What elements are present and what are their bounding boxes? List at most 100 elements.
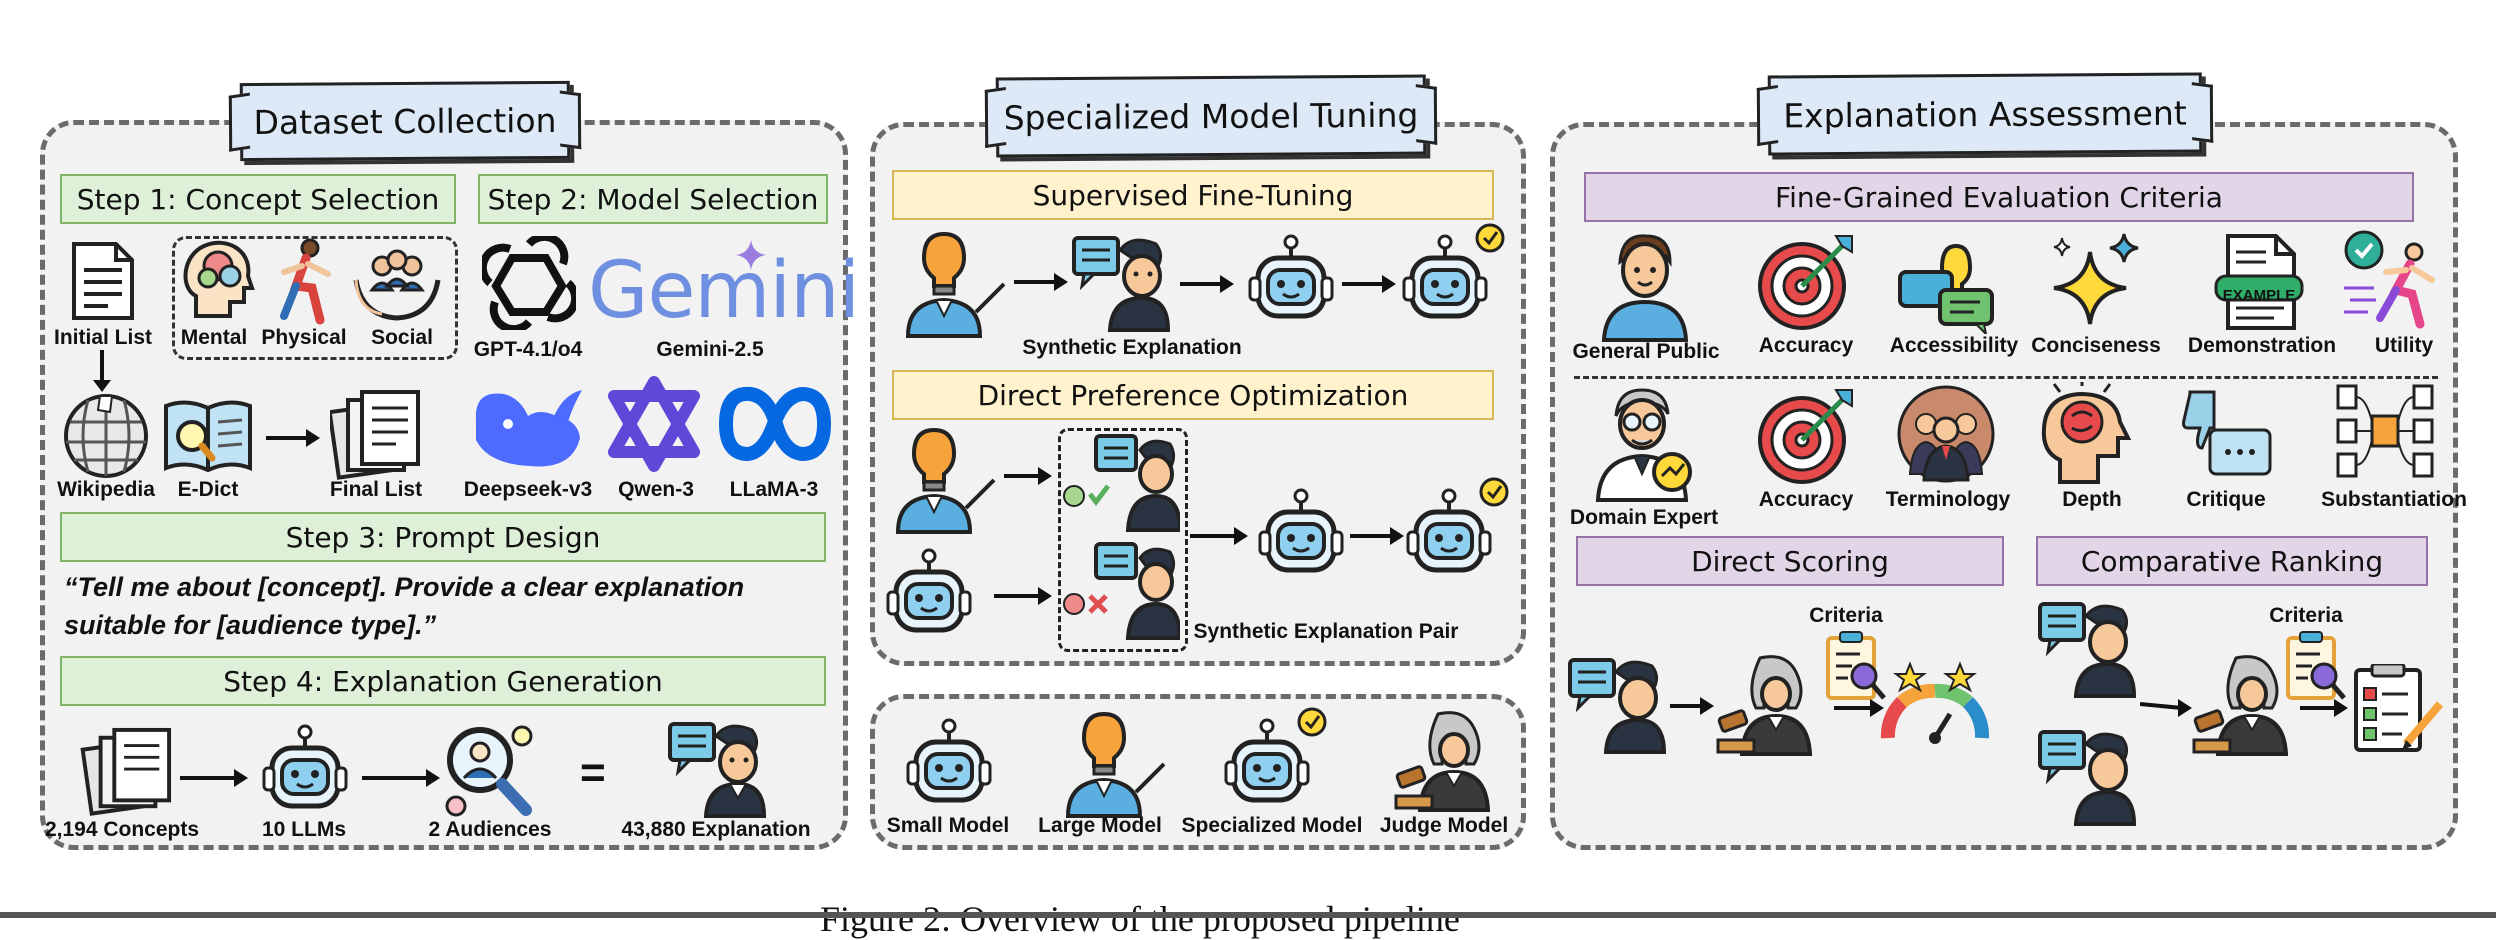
criteria-general-5: Utility <box>2374 334 2434 357</box>
deepseek-label: Deepseek-v3 <box>463 478 593 501</box>
concepts-label: 2,194 Concepts <box>44 818 200 841</box>
equals-sign: = <box>580 748 606 797</box>
critique-thumbs-down-icon <box>2182 390 2272 476</box>
audiences-label: 2 Audiences <box>428 818 552 841</box>
dataset-collection-title: Dataset Collection <box>239 80 571 162</box>
right-arrow-icon <box>1350 527 1404 545</box>
mental-label: Mental <box>180 326 248 349</box>
down-arrow-icon <box>93 350 111 392</box>
judge-icon <box>1394 711 1491 812</box>
explanation-pair-group <box>1058 428 1188 652</box>
wikipedia-label: Wikipedia <box>57 478 155 501</box>
criteria-expert-5: Substantiation <box>2321 488 2467 511</box>
robot-icon <box>886 548 972 633</box>
physical-label: Physical <box>261 326 347 349</box>
accuracy-target-icon <box>1758 235 1853 330</box>
right-arrow-icon <box>1670 697 1714 715</box>
specialized-model-robot-icon <box>1224 707 1327 803</box>
dictionary-search-icon <box>164 400 252 473</box>
step1-box: Step 1: Concept Selection <box>60 174 456 224</box>
explainer-person-icon <box>668 722 766 818</box>
preferred-explainer-icon <box>1063 434 1180 532</box>
audience-search-icon <box>445 725 533 817</box>
right-arrow-icon <box>994 587 1052 605</box>
final-list-documents-icon <box>330 390 420 480</box>
runner-icon <box>280 238 331 325</box>
initial-list-label: Initial List <box>53 326 153 349</box>
large-model-teacher-icon <box>1065 711 1166 818</box>
conciseness-sparkle-icon <box>2053 233 2139 325</box>
demonstration-document-icon <box>2214 234 2304 330</box>
social-hands-icon <box>353 249 441 321</box>
explainer-person-icon <box>1568 658 1666 754</box>
edict-label: E-Dict <box>177 478 239 501</box>
qwen-label: Qwen-3 <box>618 478 694 501</box>
criteria-expert-1: Accuracy <box>1758 488 1854 511</box>
document-icon <box>72 242 134 320</box>
criteria-label-direct: Criteria <box>1809 604 1883 627</box>
teacher-bulb-icon <box>895 427 996 534</box>
figure-caption: Figure 2: Overview of the proposed pipel… <box>820 899 1460 939</box>
model-tuning-title: Specialized Model Tuning <box>995 74 1427 158</box>
explainer-person-icon <box>2038 730 2136 826</box>
small-model-label: Small Model <box>886 814 1010 837</box>
criteria-header-box: Fine-Grained Evaluation Criteria <box>1584 172 2414 222</box>
small-model-robot-icon <box>906 718 992 803</box>
right-arrow-icon <box>1014 273 1068 291</box>
right-arrow-icon <box>1004 467 1052 485</box>
robot-icon <box>1248 234 1334 319</box>
right-arrow-icon <box>180 769 248 787</box>
comparative-ranking-box: Comparative Ranking <box>2036 536 2428 586</box>
wikipedia-globe-icon <box>64 394 148 478</box>
step2-box: Step 2: Model Selection <box>478 174 828 224</box>
right-arrow-icon <box>2140 699 2192 717</box>
step3-box: Step 3: Prompt Design <box>60 512 826 562</box>
direct-scoring-box: Direct Scoring <box>1576 536 2004 586</box>
explanation-assessment-panel <box>1550 122 2458 850</box>
social-label: Social <box>371 326 433 349</box>
judge-model-label: Judge Model <box>1379 814 1509 837</box>
criteria-general-3: Conciseness <box>2031 334 2161 357</box>
synthetic-explanation-label: Synthetic Explanation <box>1022 336 1242 359</box>
general-public-person-icon <box>1601 234 1689 342</box>
step4-box: Step 4: Explanation Generation <box>60 656 826 706</box>
concepts-documents-icon <box>80 727 172 816</box>
criteria-expert-2: Terminology <box>1885 488 2011 511</box>
criteria-general-4: Demonstration <box>2187 334 2337 357</box>
criteria-label-comparative: Criteria <box>2269 604 2343 627</box>
llms-label: 10 LLMs <box>261 818 347 841</box>
criteria-general-2: Accessibility <box>1889 334 2019 357</box>
criteria-expert-4: Critique <box>2186 488 2266 511</box>
openai-logo-icon <box>482 236 576 330</box>
score-gauge-icon <box>1880 661 1990 744</box>
judge-icon <box>1716 655 1813 756</box>
right-arrow-icon <box>362 769 440 787</box>
right-arrow-icon <box>1834 699 1884 717</box>
deepseek-whale-icon <box>475 390 582 467</box>
large-model-label: Large Model <box>1038 814 1162 837</box>
explainer-person-icon <box>2038 602 2136 698</box>
synthetic-pair-label: Synthetic Explanation Pair <box>1193 620 1459 643</box>
robot-icon <box>262 724 348 809</box>
accuracy-target-icon <box>1758 389 1853 484</box>
substantiation-network-icon <box>2336 384 2434 478</box>
general-public-label: General Public <box>1572 340 1720 363</box>
utility-runner-icon <box>2344 230 2435 329</box>
right-arrow-icon <box>266 429 320 447</box>
llama-label: LLaMA-3 <box>729 478 819 501</box>
prompt-template-text: “Tell me about [concept]. Provide a clea… <box>64 572 745 640</box>
domain-expert-label: Domain Expert <box>1569 506 1719 529</box>
right-arrow-icon <box>1190 527 1248 545</box>
criteria-general-1: Accuracy <box>1758 334 1854 357</box>
gemini-star-icon <box>736 240 766 270</box>
gemini-label: Gemini-2.5 <box>656 338 764 361</box>
gemini-logo-icon: Gemini <box>588 246 860 336</box>
explanation-assessment-title: Explanation Assessment <box>1767 72 2203 156</box>
judge-icon <box>2192 655 2289 756</box>
category-group <box>172 236 458 360</box>
criteria-expert-3: Depth <box>2062 488 2122 511</box>
terminology-group-icon <box>1897 385 1995 483</box>
specialized-robot-icon <box>1402 223 1505 319</box>
criteria-separator <box>1574 376 2438 379</box>
explanations-label: 43,880 Explanation <box>621 818 811 841</box>
